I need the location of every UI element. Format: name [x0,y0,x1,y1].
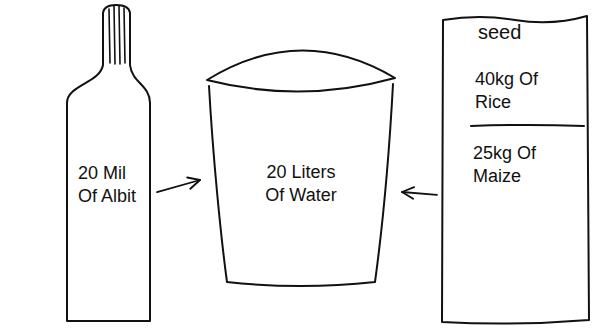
bucket-node: 20 Liters Of Water [203,38,399,288]
arrow-connector [402,192,437,195]
bottle-neck-stripe [124,8,125,63]
bottle-neck-stripe [119,6,120,64]
bucket-outline [207,50,395,286]
bottle-outline [67,5,150,321]
bottle-node: 20 Mil Of Albit [62,3,154,325]
node-text: 20 Liters Of Water [259,161,343,206]
bottle-neck-stripe [109,9,110,63]
node-text: seed [478,20,568,45]
node-text: 40kg Of Rice [475,68,555,113]
arrow-connector [157,180,200,192]
divider-line [471,125,584,126]
node-text: 20 Mil Of Albit [78,162,142,207]
node-text: 25kg Of Maize [473,142,553,187]
sack-outline [442,16,589,324]
bottle-neck-stripe [114,6,115,64]
sack-node: seed 40kg Of Rice 25kg Of Maize [440,14,590,326]
